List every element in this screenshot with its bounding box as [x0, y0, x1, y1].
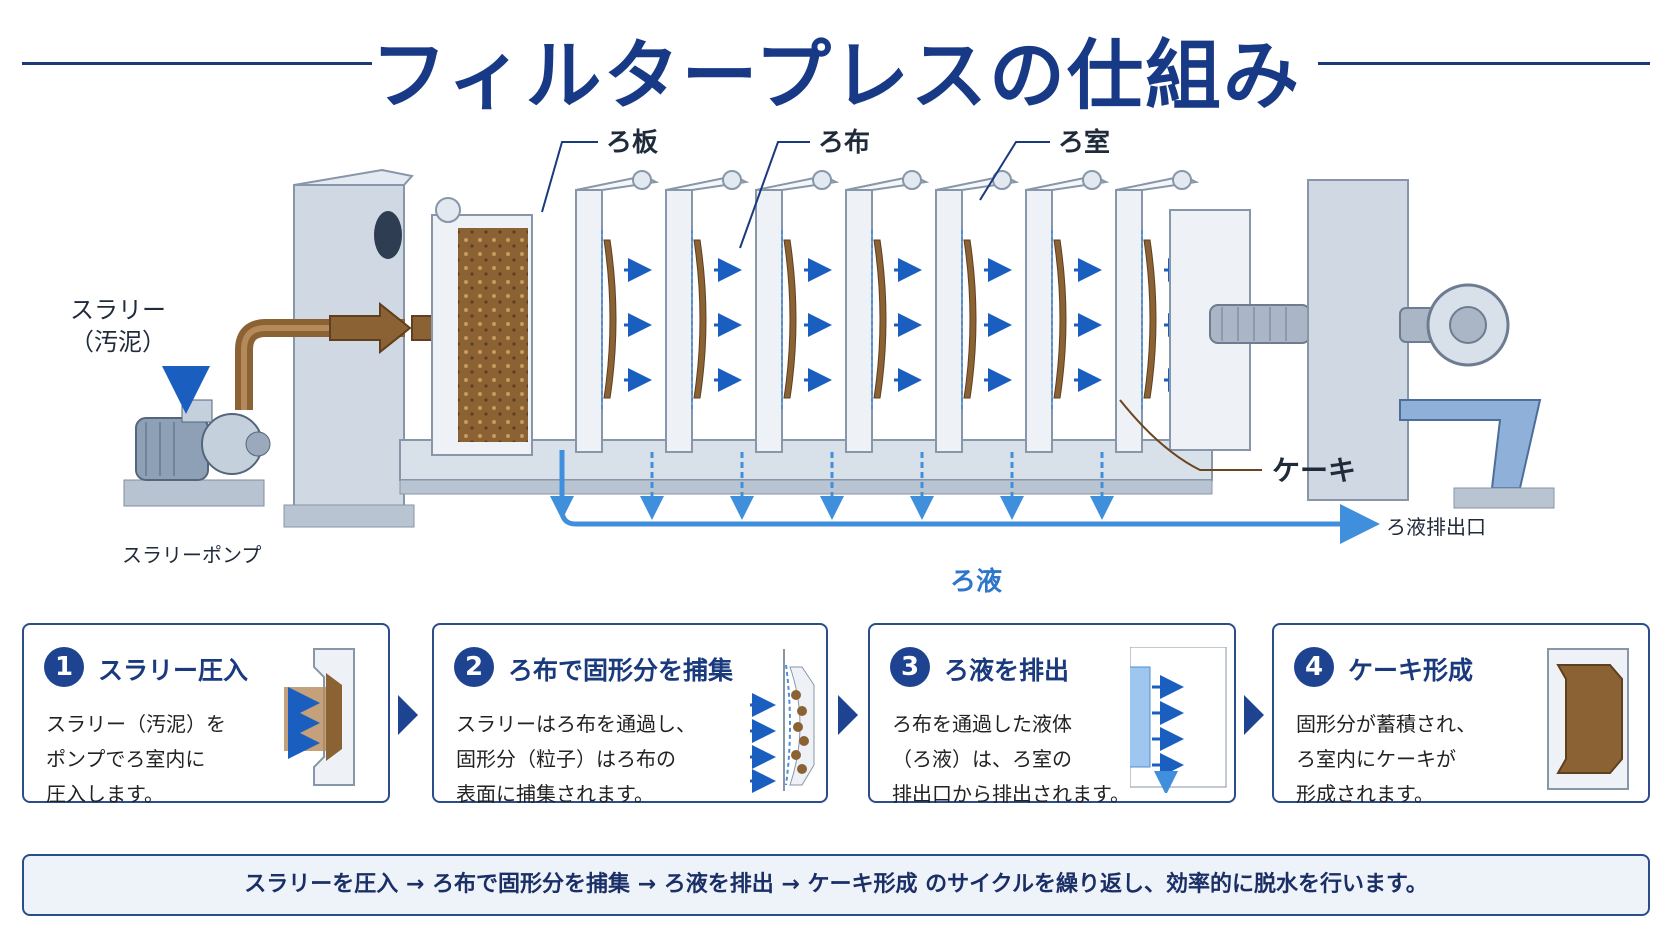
step-card-3: 3 ろ液を排出 ろ布を通過した液体 （ろ液）は、ろ室の 排出口から排出されます。	[868, 623, 1236, 806]
label-cloth: ろ布	[818, 128, 870, 158]
filter-plate	[575, 170, 660, 453]
step-line: ろ布を通過した液体	[892, 712, 1072, 736]
plate-frame	[935, 189, 963, 453]
step-4-illustration	[1547, 648, 1629, 790]
label-slurry-sub: （汚泥）	[70, 328, 166, 356]
filter-press-diagram: ろ板 ろ布 ろ室 スラリー （汚泥） スラリーポンプ ケーキ ろ液 ろ液排出口	[70, 127, 1555, 597]
cake-layer	[783, 239, 797, 399]
step-title: ケーキ形成	[1348, 656, 1474, 685]
cake-layer	[603, 239, 617, 399]
plate-handle	[632, 170, 652, 190]
step-number: 3	[890, 647, 930, 687]
step-card-4: 4 ケーキ形成 固形分が蓄積され、 ろ室内にケーキが 形成されます。	[1272, 623, 1650, 806]
cake-layer	[1053, 239, 1067, 399]
plate-handle	[902, 170, 922, 190]
plate-frame	[1025, 189, 1053, 453]
step-arrow	[1244, 695, 1264, 735]
filter-plate	[845, 170, 930, 453]
step-3-illustration	[1130, 647, 1227, 793]
step-title: ろ布で固形分を捕集	[508, 656, 734, 685]
slurry-flow-arrow	[329, 301, 412, 355]
label-outlet: ろ液排出口	[1386, 515, 1486, 539]
step-line: 排出口から排出されます。	[892, 782, 1130, 806]
step-line: スラリー（汚泥）を	[46, 712, 226, 736]
page-title: フィルタープレスの仕組み	[371, 31, 1301, 120]
step-title: スラリー圧入	[98, 656, 249, 685]
plate-handle	[812, 170, 832, 190]
filter-plate	[935, 170, 1020, 453]
step-line: 表面に捕集されます。	[456, 782, 654, 806]
label-pump: スラリーポンプ	[122, 543, 261, 567]
plate-frame	[665, 189, 693, 453]
summary-bar: スラリーを圧入 → ろ布で固形分を捕集 → ろ液を排出 → ケーキ形成 のサイク…	[22, 854, 1650, 916]
cake-layer	[963, 239, 977, 399]
label-cake: ケーキ	[1272, 454, 1356, 487]
fixed-head	[283, 168, 415, 528]
filter-plate	[755, 170, 840, 453]
callout-chamber	[979, 141, 1050, 201]
slurry-pump	[123, 399, 271, 507]
cake-layer	[1143, 239, 1157, 399]
label-chamber: ろ室	[1058, 127, 1110, 158]
step-number: 1	[44, 647, 84, 687]
filter-plate	[665, 170, 750, 453]
step-line: 固形分（粒子）はろ布の	[456, 747, 676, 771]
plate-frame	[755, 189, 783, 453]
step-arrow	[838, 695, 858, 735]
label-plate: ろ板	[606, 128, 658, 158]
title-rule-right	[1318, 62, 1650, 65]
title-area: フィルタープレスの仕組み	[0, 0, 1672, 120]
press-rail	[399, 439, 1213, 481]
step-text: スラリーはろ布を通過し、 固形分（粒子）はろ布の 表面に捕集されます。	[456, 707, 696, 812]
step-line: （ろ液）は、ろ室の	[892, 747, 1072, 771]
step-line: 固形分が蓄積され、	[1296, 712, 1477, 736]
step-arrow	[398, 695, 418, 735]
step-title: ろ液を排出	[944, 656, 1070, 685]
step-text: ろ布を通過した液体 （ろ液）は、ろ室の 排出口から排出されます。	[892, 707, 1130, 812]
filtrate-drips	[550, 452, 1114, 520]
step-card-2: 2 ろ布で固形分を捕集 スラリーはろ布を通過し、 固形分（粒子）はろ布の 表面に…	[432, 623, 828, 806]
plate-handle	[722, 170, 742, 190]
cake-layer	[873, 239, 887, 399]
plate-frame	[1115, 189, 1143, 453]
plate-frame	[575, 189, 603, 453]
plate-frame	[845, 189, 873, 453]
filter-plate	[1115, 170, 1200, 453]
step-2-illustration	[750, 649, 815, 793]
callout-plate	[541, 141, 598, 213]
step-line: ポンプでろ室内に	[46, 747, 206, 771]
callout-cake	[1119, 399, 1262, 471]
plate-handle	[1082, 170, 1102, 190]
title-rule-left	[22, 62, 372, 65]
callout-cloth	[739, 141, 810, 249]
step-line: ろ室内にケーキが	[1296, 747, 1456, 771]
step-line: 形成されます。	[1296, 782, 1434, 806]
step-number: 2	[454, 647, 494, 687]
first-filter-plate	[431, 197, 533, 456]
filter-plates	[575, 170, 1200, 453]
step-card-1: 1 スラリー圧入 スラリー（汚泥）を ポンプでろ室内に 圧入します。	[22, 623, 390, 806]
step-line: スラリーはろ布を通過し、	[456, 712, 696, 736]
step-text: 固形分が蓄積され、 ろ室内にケーキが 形成されます。	[1296, 707, 1476, 812]
filter-plate	[1025, 170, 1110, 453]
label-slurry: スラリー	[70, 296, 166, 324]
step-line: 圧入します。	[46, 782, 164, 806]
step-1-illustration	[284, 648, 355, 786]
step-number: 4	[1294, 647, 1334, 687]
label-filtrate: ろ液	[950, 567, 1002, 597]
cake-layer	[693, 239, 707, 399]
moving-head	[1169, 179, 1555, 509]
step-text: スラリー（汚泥）を ポンプでろ室内に 圧入します。	[46, 707, 226, 812]
plate-handle	[1172, 170, 1192, 190]
